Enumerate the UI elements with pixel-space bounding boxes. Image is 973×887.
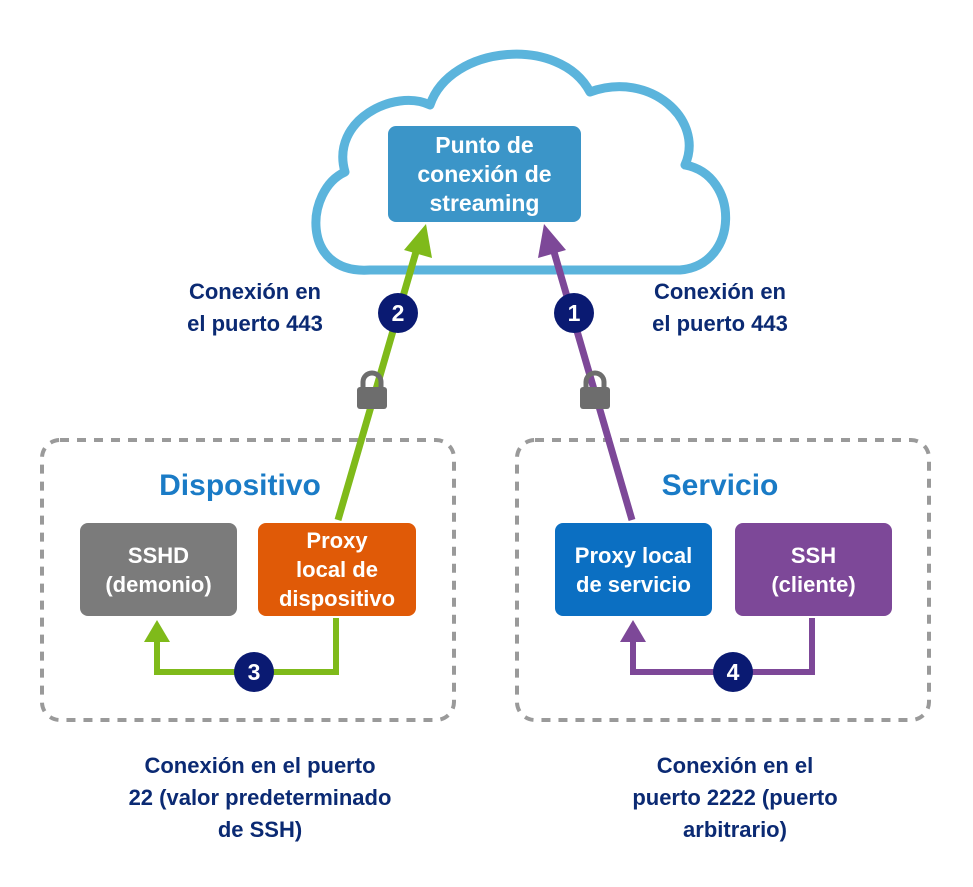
service-zone-border [515, 438, 931, 722]
padlock-icon [580, 370, 610, 409]
device-zone-title: Dispositivo [159, 469, 321, 502]
step-badge-3: 3 [234, 652, 274, 692]
device-local-arrowhead [144, 620, 170, 642]
step-badge-1: 1 [554, 293, 594, 333]
streaming-endpoint-box: Punto de conexión de streaming [388, 126, 581, 222]
service-zone-title: Servicio [661, 469, 779, 502]
service-local-proxy-box: Proxy local de servicio [555, 523, 712, 616]
sshd-daemon-box: SSHD (demonio) [80, 523, 237, 616]
device-connection-arrowhead [404, 224, 432, 258]
service-tunnel-caption: Conexión en el puerto 443 [652, 279, 788, 336]
device-tunnel-caption: Conexión en el puerto 443 [187, 279, 323, 336]
step-badge-2: 2 [378, 293, 418, 333]
device-local-caption: Conexión en el puerto 22 (valor predeter… [128, 753, 392, 842]
device-connection-line [334, 244, 422, 521]
service-local-arrowhead [620, 620, 646, 642]
device-local-proxy-box: Proxy local de dispositivo [258, 523, 416, 616]
ssh-client-box: SSH (cliente) [735, 523, 892, 616]
padlock-icon [357, 370, 387, 409]
service-connection-line [548, 244, 636, 521]
service-connection-arrowhead [538, 224, 566, 258]
step-badge-4: 4 [713, 652, 753, 692]
cloud-icon [311, 49, 731, 275]
service-local-caption: Conexión en el puerto 2222 (puerto arbit… [632, 753, 838, 842]
device-zone-border [40, 438, 456, 722]
